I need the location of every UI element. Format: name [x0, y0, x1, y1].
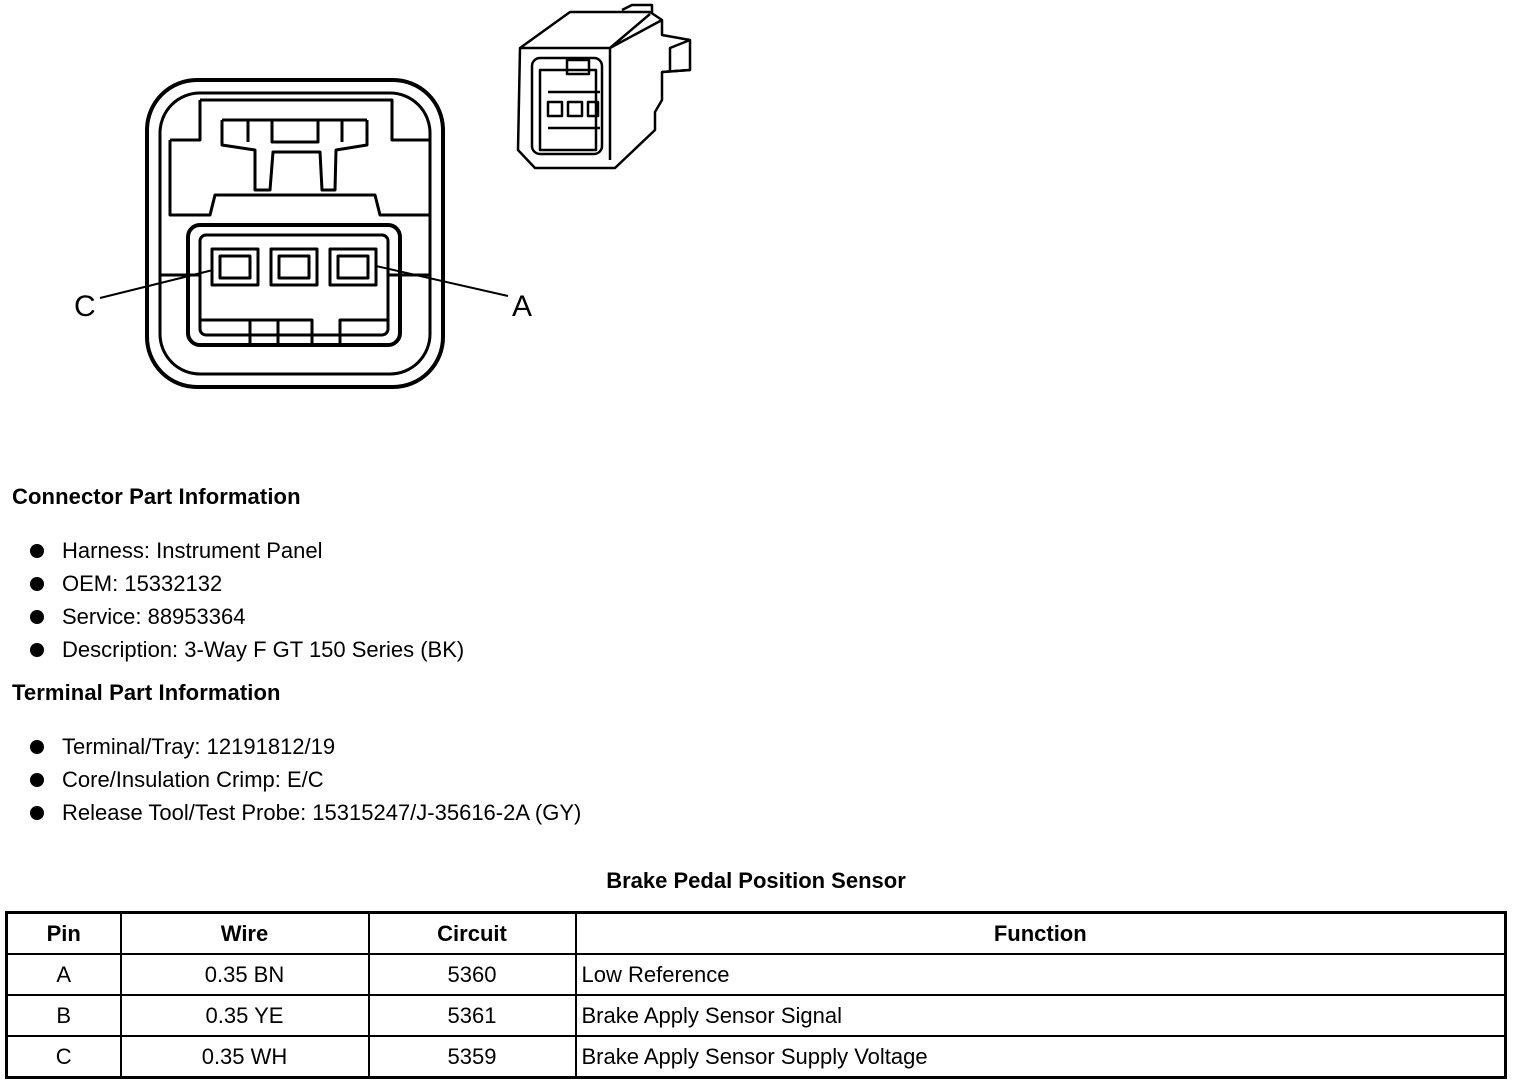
cell-circuit: 5361 — [367, 994, 577, 1037]
terminal-part-info-list: Terminal/Tray: 12191812/19 Core/Insulati… — [30, 730, 581, 829]
cell-pin: B — [5, 994, 122, 1037]
pin-label-a: A — [512, 290, 532, 323]
cell-wire: 0.35 WH — [119, 1035, 370, 1079]
table-title: Brake Pedal Position Sensor — [606, 868, 906, 893]
bullet-icon — [30, 773, 44, 787]
list-item: Service: 88953364 — [30, 600, 464, 633]
connector-face-view — [99, 78, 509, 389]
column-header-pin: Pin — [5, 911, 122, 955]
list-item: Release Tool/Test Probe: 15315247/J-3561… — [30, 796, 581, 829]
cell-function: Low Reference — [574, 953, 1507, 996]
terminal-part-info-heading: Terminal Part Information — [12, 680, 281, 705]
column-header-function: Function — [574, 911, 1507, 955]
cell-function: Brake Apply Sensor Signal — [574, 994, 1507, 1037]
bullet-icon — [30, 544, 44, 558]
column-header-wire: Wire — [119, 911, 370, 955]
cell-circuit: 5359 — [367, 1035, 577, 1079]
pin-table: Pin Wire Circuit Function A 0.35 BN 5360… — [5, 911, 1507, 1079]
bullet-icon — [30, 740, 44, 754]
cell-pin: A — [5, 953, 122, 996]
cell-circuit: 5360 — [367, 953, 577, 996]
table-row: C 0.35 WH 5359 Brake Apply Sensor Supply… — [5, 1035, 1507, 1079]
bullet-icon — [30, 806, 44, 820]
column-header-circuit: Circuit — [367, 911, 577, 955]
list-item: Description: 3-Way F GT 150 Series (BK) — [30, 633, 464, 666]
bullet-icon — [30, 577, 44, 591]
table-row: A 0.35 BN 5360 Low Reference — [5, 953, 1507, 996]
table-row: B 0.35 YE 5361 Brake Apply Sensor Signal — [5, 994, 1507, 1037]
cell-wire: 0.35 YE — [119, 994, 370, 1037]
cell-wire: 0.35 BN — [119, 953, 370, 996]
connector-isometric-view — [516, 3, 692, 170]
connector-part-info-heading: Connector Part Information — [12, 484, 301, 509]
pin-label-c: C — [74, 290, 96, 323]
table-header-row: Pin Wire Circuit Function — [5, 911, 1507, 955]
list-item: OEM: 15332132 — [30, 567, 464, 600]
list-item: Terminal/Tray: 12191812/19 — [30, 730, 581, 763]
connector-part-info-list: Harness: Instrument Panel OEM: 15332132 … — [30, 534, 464, 666]
list-item: Core/Insulation Crimp: E/C — [30, 763, 581, 796]
connector-diagram: C A — [74, 3, 692, 389]
list-item: Harness: Instrument Panel — [30, 534, 464, 567]
cell-function: Brake Apply Sensor Supply Voltage — [574, 1035, 1507, 1079]
bullet-icon — [30, 610, 44, 624]
cell-pin: C — [5, 1035, 122, 1079]
bullet-icon — [30, 643, 44, 657]
